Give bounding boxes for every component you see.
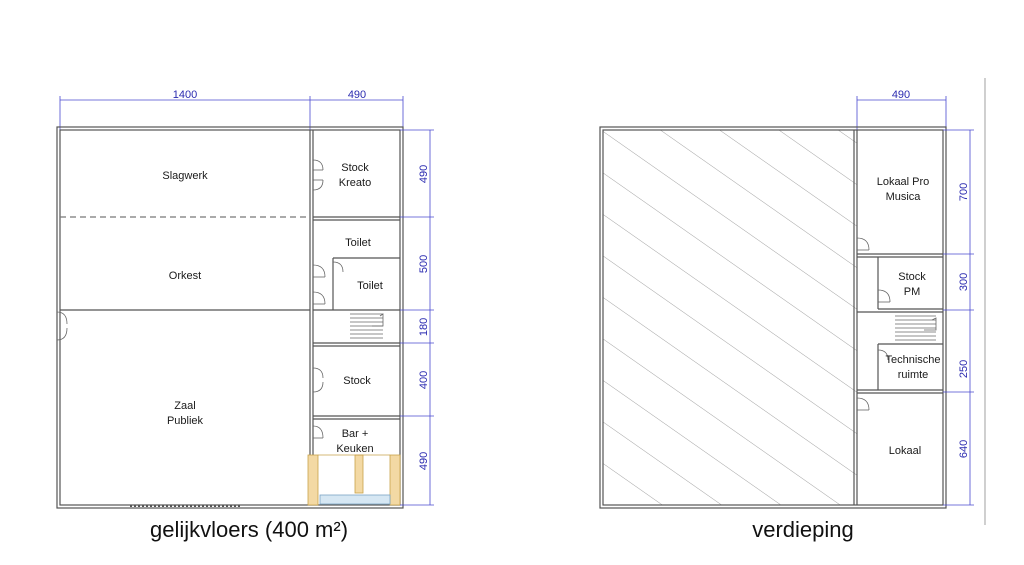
dim-side-1: 490 [418, 165, 430, 183]
door-icon [856, 397, 870, 411]
room-bar-line2: Keuken [336, 443, 373, 455]
room-toilet-2: Toilet [357, 280, 383, 292]
room-bar-line1: Bar + [342, 428, 369, 440]
room-stock-kreato-line1: Stock [341, 162, 369, 174]
kitchen-furniture [307, 454, 401, 506]
dim-upper-side-2: 300 [958, 273, 970, 291]
upper-outer-wall [599, 126, 947, 509]
upper-floor-caption: verdieping [752, 517, 854, 542]
door-icon [312, 261, 344, 305]
door-icon [312, 425, 324, 439]
dim-side-3: 180 [418, 318, 430, 336]
door-icon [312, 367, 324, 393]
room-orkest: Orkest [169, 270, 201, 282]
room-tech-line1: Technische [885, 354, 940, 366]
dim-top-right: 490 [348, 89, 366, 101]
upper-top-dimensions: 490 [856, 89, 947, 130]
stairs-icon [350, 313, 384, 339]
void-area [603, 130, 857, 505]
room-slagwerk: Slagwerk [162, 170, 208, 182]
upper-side-dimensions: 700 300 250 640 [943, 129, 974, 506]
door-icon [312, 159, 324, 191]
ground-floor-plan: 1400 490 [56, 89, 434, 542]
ground-floor-caption: gelijkvloers (400 m²) [150, 517, 348, 542]
room-zaal-line2: Publiek [167, 415, 204, 427]
room-stock-kreato-line2: Kreato [339, 177, 371, 189]
dim-upper-side-3: 250 [958, 360, 970, 378]
room-tech-line2: ruimte [898, 369, 929, 381]
room-zaal-line1: Zaal [174, 400, 195, 412]
ground-side-dimensions: 490 500 180 400 490 [400, 129, 434, 506]
dim-upper-side-4: 640 [958, 440, 970, 458]
dim-upper-top: 490 [892, 89, 910, 101]
room-lokaal-pro-line2: Musica [886, 191, 922, 203]
room-lokaal-pro-line1: Lokaal Pro [877, 176, 930, 188]
door-icon [877, 289, 891, 303]
ground-outer-wall [56, 126, 404, 509]
room-stock: Stock [343, 375, 371, 387]
dim-side-2: 500 [418, 255, 430, 273]
room-lokaal: Lokaal [889, 445, 921, 457]
room-stock-pm-line1: Stock [898, 271, 926, 283]
dim-top-left: 1400 [173, 89, 197, 101]
dim-upper-side-1: 700 [958, 183, 970, 201]
door-icon [56, 311, 68, 341]
stairs-icon [895, 315, 937, 341]
ground-top-dimensions: 1400 490 [59, 89, 404, 130]
room-stock-pm-line2: PM [904, 286, 921, 298]
room-toilet-1: Toilet [345, 237, 371, 249]
upper-floor-plan: 490 [599, 78, 986, 542]
dim-side-4: 400 [418, 371, 430, 389]
door-icon [877, 349, 889, 361]
dim-side-5: 490 [418, 452, 430, 470]
door-icon [856, 237, 870, 251]
